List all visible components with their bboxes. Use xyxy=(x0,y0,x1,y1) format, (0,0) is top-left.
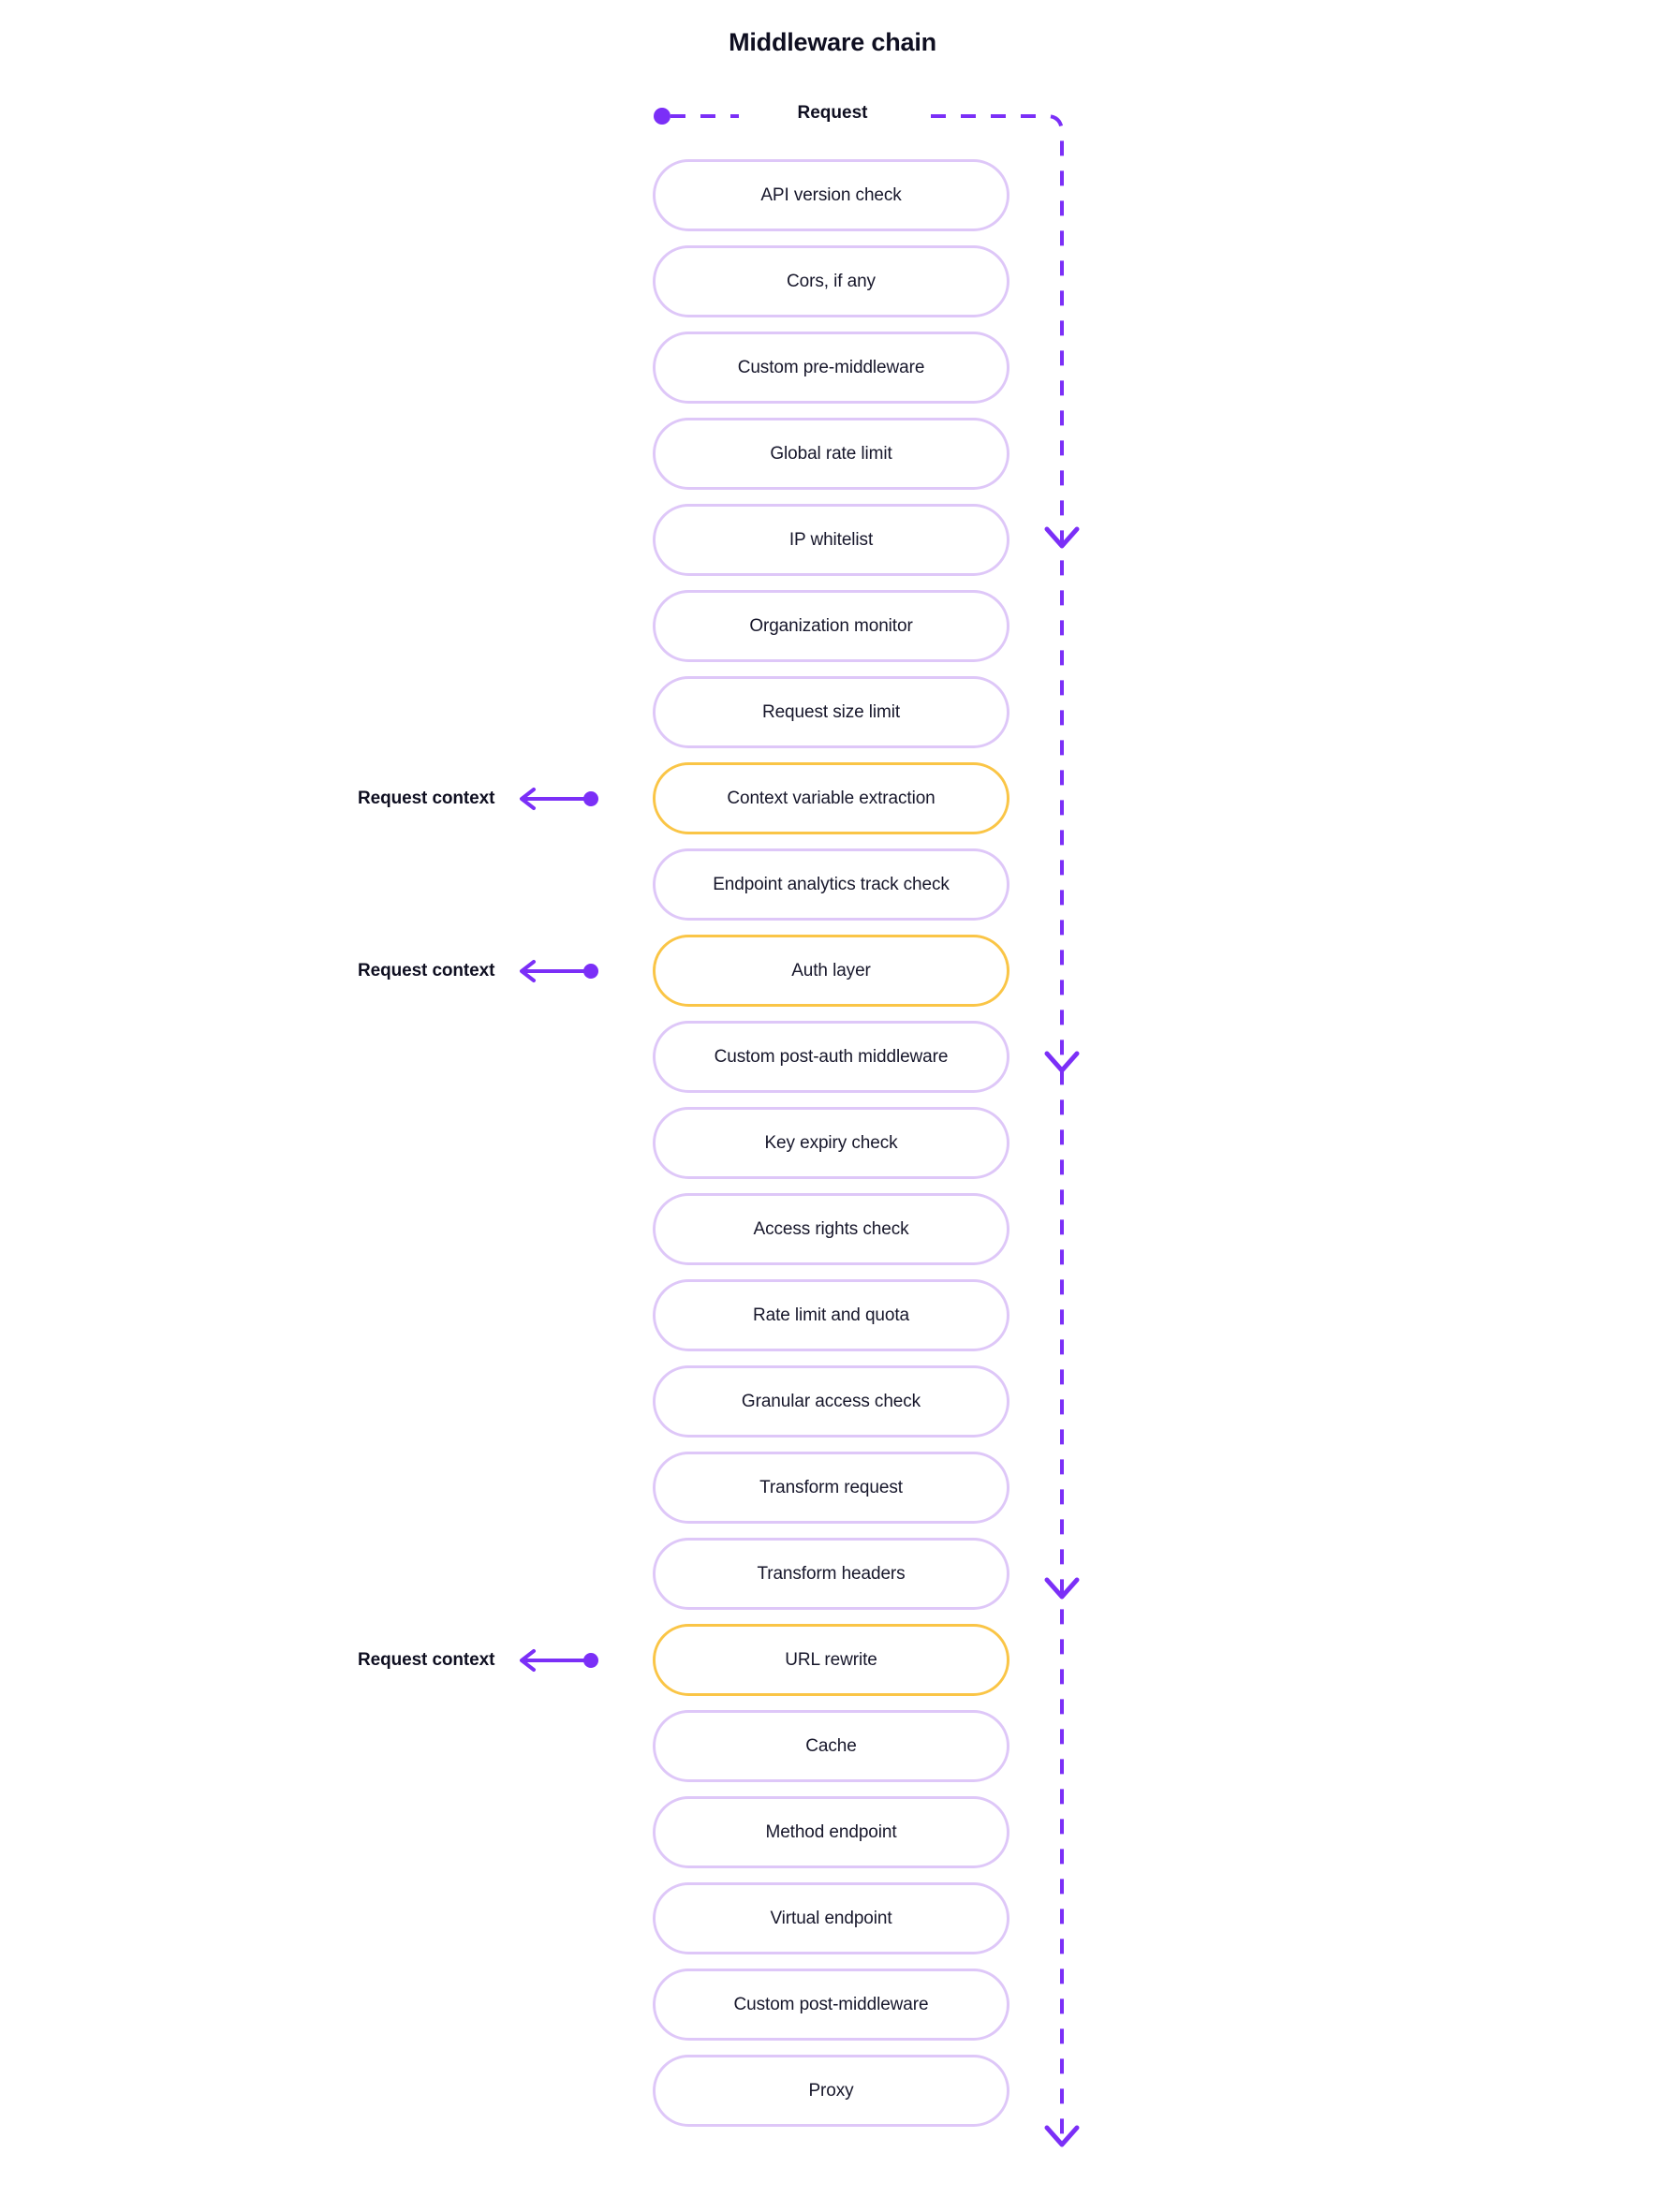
request-context-annotation: Request context xyxy=(358,952,599,990)
request-context-label: Request context xyxy=(358,1649,495,1670)
middleware-step[interactable]: Auth layer xyxy=(653,935,1009,1007)
middleware-step[interactable]: Endpoint analytics track check xyxy=(653,848,1009,921)
middleware-step-label: Request size limit xyxy=(761,702,901,722)
middleware-step[interactable]: Proxy xyxy=(653,2055,1009,2127)
flow-arrowhead-3 xyxy=(1044,1577,1080,1600)
flow-arrowhead-1 xyxy=(1044,526,1080,549)
middleware-step[interactable]: Context variable extraction xyxy=(653,762,1009,834)
middleware-step-label: Custom post-middleware xyxy=(733,1995,929,2014)
middleware-step[interactable]: Custom post-auth middleware xyxy=(653,1021,1009,1093)
middleware-step-label: Cors, if any xyxy=(787,272,876,291)
middleware-step[interactable]: Transform request xyxy=(653,1452,1009,1524)
request-context-arrow-icon xyxy=(520,959,599,982)
request-context-annotation: Request context xyxy=(358,780,599,818)
middleware-step[interactable]: IP whitelist xyxy=(653,504,1009,576)
middleware-step-label: URL rewrite xyxy=(785,1650,877,1670)
page-title: Middleware chain xyxy=(729,28,936,56)
middleware-step-label: Global rate limit xyxy=(770,444,892,464)
middleware-step[interactable]: URL rewrite xyxy=(653,1624,1009,1696)
flow-arrowhead-4 xyxy=(1044,2125,1080,2147)
middleware-step[interactable]: Key expiry check xyxy=(653,1107,1009,1179)
middleware-step[interactable]: Request size limit xyxy=(653,676,1009,748)
request-label: Request xyxy=(739,103,926,124)
middleware-step[interactable]: Transform headers xyxy=(653,1538,1009,1610)
middleware-step-label: Auth layer xyxy=(791,961,871,981)
request-entry-dot xyxy=(654,108,670,125)
request-context-arrow-icon xyxy=(520,787,599,810)
middleware-step-label: Organization monitor xyxy=(749,616,913,636)
middleware-step-label: Access rights check xyxy=(753,1219,909,1239)
middleware-step[interactable]: Granular access check xyxy=(653,1365,1009,1438)
flow-arrowhead-2 xyxy=(1044,1051,1080,1073)
middleware-step[interactable]: Global rate limit xyxy=(653,418,1009,490)
middleware-step[interactable]: Access rights check xyxy=(653,1193,1009,1265)
request-context-annotation: Request context xyxy=(358,1642,599,1679)
middleware-step-label: Transform headers xyxy=(757,1564,906,1584)
middleware-step[interactable]: Virtual endpoint xyxy=(653,1882,1009,1954)
middleware-step-label: Granular access check xyxy=(741,1392,921,1411)
middleware-step[interactable]: Custom post-middleware xyxy=(653,1969,1009,2041)
middleware-step-label: Transform request xyxy=(759,1478,903,1497)
middleware-step-label: Proxy xyxy=(808,2081,854,2101)
middleware-step-label: Context variable extraction xyxy=(727,789,936,808)
middleware-step-label: IP whitelist xyxy=(788,530,874,550)
middleware-step-label: Method endpoint xyxy=(765,1822,897,1842)
middleware-step-label: Custom pre-middleware xyxy=(737,358,925,377)
middleware-step-label: Rate limit and quota xyxy=(753,1305,909,1325)
middleware-step-label: Endpoint analytics track check xyxy=(713,875,950,894)
middleware-step[interactable]: Rate limit and quota xyxy=(653,1279,1009,1351)
middleware-step[interactable]: Cors, if any xyxy=(653,245,1009,317)
middleware-step[interactable]: API version check xyxy=(653,159,1009,231)
middleware-step-label: Cache xyxy=(805,1736,857,1756)
middleware-step[interactable]: Cache xyxy=(653,1710,1009,1782)
middleware-step-label: Key expiry check xyxy=(764,1133,898,1153)
middleware-step[interactable]: Custom pre-middleware xyxy=(653,332,1009,404)
middleware-step-label: Custom post-auth middleware xyxy=(714,1047,949,1067)
middleware-step-label: API version check xyxy=(760,185,902,205)
request-context-arrow-icon xyxy=(520,1648,599,1672)
middleware-step[interactable]: Organization monitor xyxy=(653,590,1009,662)
request-context-label: Request context xyxy=(358,960,495,981)
request-context-label: Request context xyxy=(358,788,495,808)
middleware-step-label: Virtual endpoint xyxy=(770,1909,892,1928)
middleware-step[interactable]: Method endpoint xyxy=(653,1796,1009,1868)
